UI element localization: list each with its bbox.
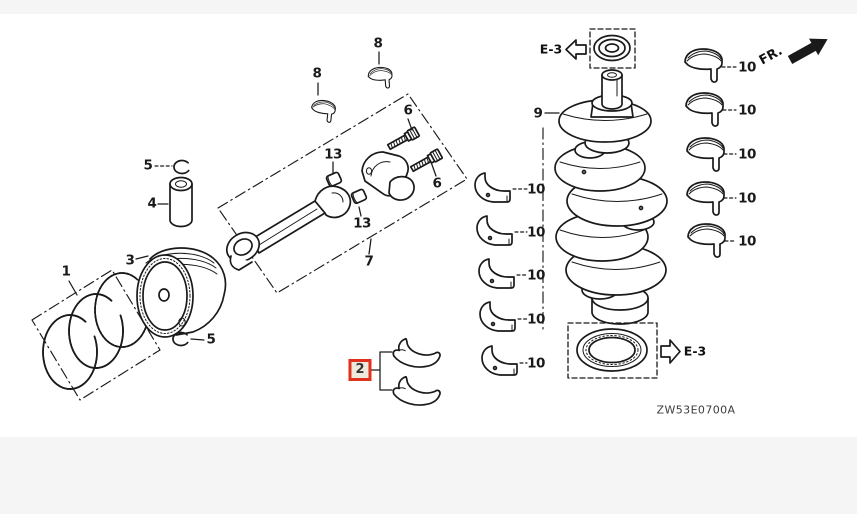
- crankshaft: [554, 69, 668, 325]
- callout-9[interactable]: 9: [533, 105, 543, 122]
- callout-10-right-2[interactable]: 10: [738, 102, 756, 119]
- piston-ring-group-box: [31, 269, 161, 401]
- callout-10-left-5[interactable]: 10: [527, 355, 545, 372]
- front-direction-arrow-icon: [787, 38, 828, 64]
- connecting-rod-group-box: [217, 93, 468, 294]
- leader-lines: [68, 51, 737, 364]
- connecting-rod: [225, 185, 352, 271]
- callout-2-selected[interactable]: 2: [348, 359, 372, 381]
- piston-pin-clip-bottom: [172, 331, 189, 347]
- callout-6-lower[interactable]: 6: [432, 175, 442, 192]
- rod-bearing-shell-right: [367, 66, 394, 90]
- rod-bushing-lower: [349, 187, 368, 205]
- callout-7[interactable]: 7: [364, 253, 374, 270]
- callout-5-bottom[interactable]: 5: [206, 331, 216, 348]
- diagram-code: ZW53E0700A: [656, 403, 736, 417]
- callout-5-top[interactable]: 5: [143, 157, 153, 174]
- callout-10-left-2[interactable]: 10: [527, 224, 545, 241]
- oil-seal-bottom: [567, 322, 681, 379]
- e3-arrow-right-icon: [660, 339, 681, 364]
- callout-3[interactable]: 3: [125, 252, 135, 269]
- rod-bushing-upper: [324, 170, 343, 188]
- callout-8-right[interactable]: 8: [373, 35, 383, 52]
- main-bearings-left: [474, 172, 518, 376]
- callout-10-right-5[interactable]: 10: [738, 233, 756, 250]
- callout-13-lower[interactable]: 13: [353, 215, 371, 232]
- main-bearings-right: [684, 48, 726, 258]
- callout-1[interactable]: 1: [61, 263, 71, 280]
- ref-e3-bottom[interactable]: E-3: [683, 343, 707, 359]
- ref-e3-top[interactable]: E-3: [539, 41, 563, 57]
- callout-6-upper[interactable]: 6: [403, 102, 413, 119]
- oil-seal-top: [565, 28, 636, 69]
- callout-10-left-3[interactable]: 10: [527, 267, 545, 284]
- callout-10-left-4[interactable]: 10: [527, 311, 545, 328]
- callout-8-left[interactable]: 8: [312, 65, 322, 82]
- piston: [136, 247, 227, 338]
- rod-bearing-cap: [361, 151, 415, 201]
- callout-13-upper[interactable]: 13: [324, 146, 342, 163]
- callout-10-right-3[interactable]: 10: [738, 146, 756, 163]
- rod-bolt-upper: [385, 126, 421, 153]
- piston-rings: [42, 272, 150, 390]
- callout-10-left-1[interactable]: 10: [527, 181, 545, 198]
- callout-10-right-1[interactable]: 10: [738, 59, 756, 76]
- thrust-washers: [370, 337, 442, 407]
- rod-bolt-lower: [408, 148, 444, 175]
- e3-arrow-left-icon: [565, 39, 587, 60]
- piston-pin-clip-top: [173, 159, 190, 175]
- rod-bearing-shell-left: [309, 98, 337, 124]
- callout-4[interactable]: 4: [147, 195, 157, 212]
- piston-pin: [169, 176, 193, 228]
- callout-10-right-4[interactable]: 10: [738, 190, 756, 207]
